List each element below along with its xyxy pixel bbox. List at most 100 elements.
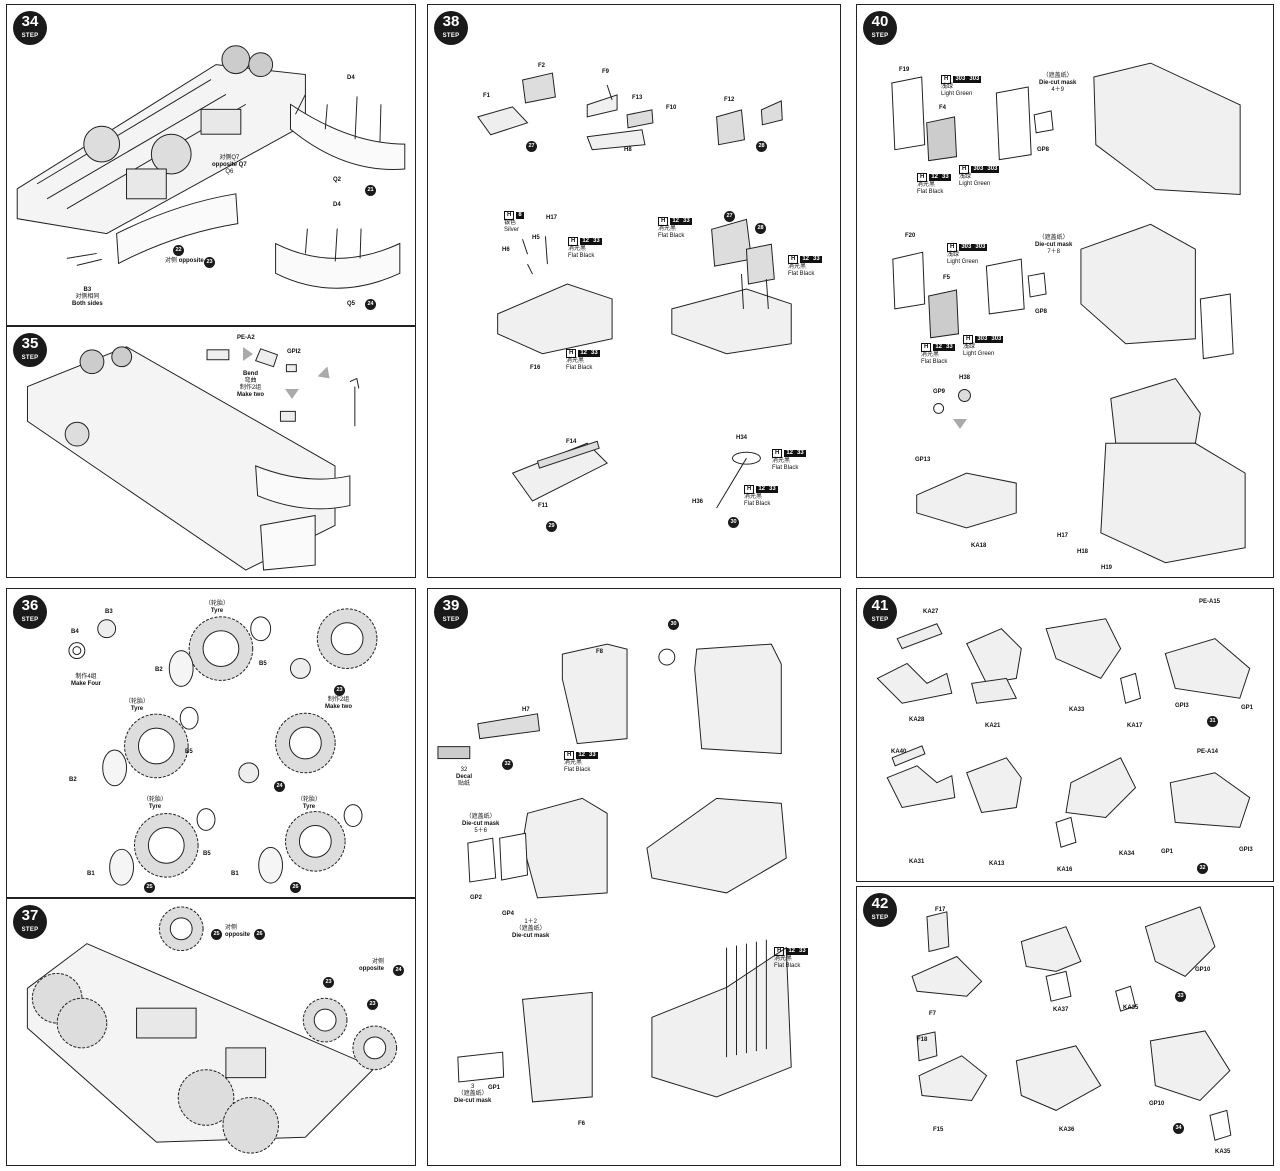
part-f5: F5: [943, 275, 951, 281]
part-gp1-bottom: GP1: [1161, 849, 1174, 855]
sub-23: 23: [334, 685, 345, 696]
part-ka16: KA16: [1057, 867, 1073, 873]
grey-arrow: [285, 389, 299, 399]
sub-21: 21: [365, 185, 376, 196]
part-b1-right: B1: [231, 871, 239, 877]
part-gpi2: GPI2: [287, 349, 301, 355]
opposite-23-caption: 对侧 opposite: [165, 258, 204, 264]
sub-27b: 27: [724, 211, 735, 222]
part-f15: F15: [933, 1127, 944, 1133]
tyre-caption-1: （轮胎）Tyre: [205, 601, 230, 614]
tyre-caption-3: （轮胎）Tyre: [143, 797, 168, 810]
part-f4: F4: [939, 105, 947, 111]
cab-dashboard-illustration: [437, 643, 792, 1103]
part-gp8-top: GP8: [1037, 147, 1050, 153]
part-f1: F1: [483, 93, 491, 99]
part-f14: F14: [566, 439, 577, 445]
part-b1-left: B1: [87, 871, 95, 877]
fenders-front-illustration: [876, 618, 1251, 848]
chassis-fender-illustration: [16, 45, 406, 289]
part-b5-top: B5: [259, 661, 267, 667]
sub-28b: 28: [755, 223, 766, 234]
part-gp2: GP2: [470, 895, 483, 901]
sub-30: 30: [668, 619, 679, 630]
sub-34: 34: [1173, 1123, 1184, 1134]
part-f7: F7: [929, 1011, 937, 1017]
part-h18: H18: [1077, 549, 1089, 555]
part-d4-upper: D4: [347, 75, 355, 81]
grey-arrow: [953, 419, 967, 429]
part-gpi3-top: GPI3: [1175, 703, 1189, 709]
part-b5-bottom: B5: [203, 851, 211, 857]
sub-24: 24: [365, 299, 376, 310]
sub-25: 25: [144, 882, 155, 893]
sub-23b: 23: [367, 999, 378, 1010]
part-gpi3-bottom: GPI3: [1239, 847, 1253, 853]
part-ka28: KA28: [909, 717, 925, 723]
part-h19: H19: [1101, 565, 1113, 571]
part-h6: H6: [502, 247, 510, 253]
sub-32: 32: [502, 759, 513, 770]
sub-30: 30: [728, 517, 739, 528]
part-ka13: KA13: [989, 861, 1005, 867]
part-h17: H17: [1057, 533, 1069, 539]
part-h8: H8: [624, 147, 632, 153]
part-b2-top: B2: [155, 667, 163, 673]
part-ka21: KA21: [985, 723, 1001, 729]
part-ka31: KA31: [909, 859, 925, 865]
sub-23a: 23: [323, 977, 334, 988]
part-b2-mid: B2: [69, 777, 77, 783]
part-ka27: KA27: [923, 609, 939, 615]
sub-32: 32: [1197, 863, 1208, 874]
part-gp4: GP4: [502, 911, 515, 917]
part-gp9: GP9: [933, 389, 946, 395]
part-ka34: KA34: [1119, 851, 1135, 857]
part-h36: H36: [692, 499, 704, 505]
part-h5: H5: [532, 235, 540, 241]
part-f16: F16: [530, 365, 541, 371]
part-f9: F9: [602, 69, 610, 75]
mask-3-caption: 3（遮盖纸）Die-cut mask: [454, 1084, 492, 1104]
sub-24: 24: [274, 781, 285, 792]
part-h34: H34: [736, 435, 748, 441]
part-f11: F11: [538, 503, 549, 509]
part-ka18: KA18: [971, 543, 987, 549]
part-b5-mid: B5: [185, 749, 193, 755]
sub-26: 26: [290, 882, 301, 893]
part-f6: F6: [578, 1121, 586, 1127]
sub-33: 33: [1175, 991, 1186, 1002]
cab-doors-illustration: [891, 62, 1246, 564]
part-f13: F13: [632, 95, 643, 101]
chassis-mudflap-illustration: [26, 346, 360, 571]
sub-23: 23: [204, 257, 215, 268]
